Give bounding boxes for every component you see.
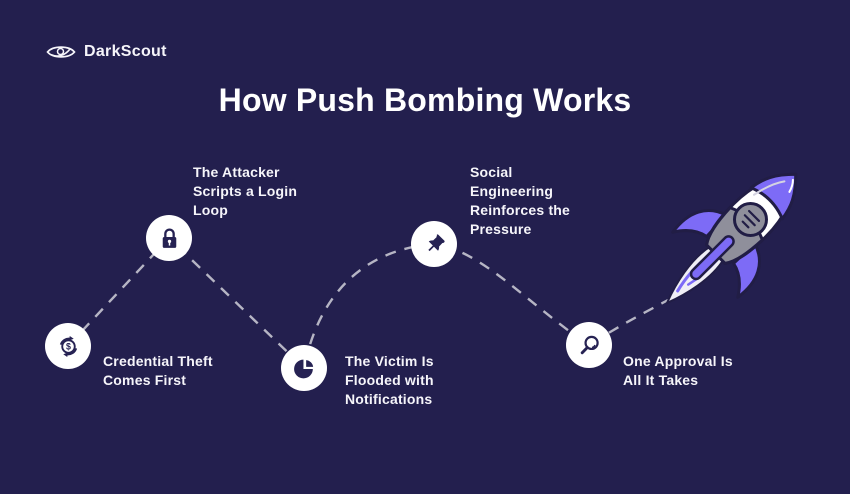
step-circle-flooded-notifications xyxy=(281,345,327,391)
journey-dashed-path xyxy=(67,236,669,371)
rocket-nose xyxy=(749,172,798,221)
pushpin-icon xyxy=(427,233,445,251)
step-circle-one-approval xyxy=(566,322,612,368)
step-label-credential-theft: Credential Theft Comes First xyxy=(103,353,213,388)
dollar-cycle-icon: $ xyxy=(59,335,77,357)
window-lines xyxy=(741,209,761,229)
step-label-flooded-notifications: The Victim Is Flooded with Notifications xyxy=(345,353,434,407)
step-label-social-engineering: Social Engineering Reinforces the Pressu… xyxy=(470,164,571,237)
nose-highlight xyxy=(788,178,794,193)
step-label-one-approval: One Approval Is All It Takes xyxy=(623,353,733,388)
lock-icon xyxy=(162,228,176,248)
brand-name: DarkScout xyxy=(84,43,167,60)
body-highlight xyxy=(753,180,786,196)
pie-chart-icon xyxy=(293,359,313,378)
eye-swoosh-icon xyxy=(46,46,76,58)
step-circle-social-engineering xyxy=(411,221,457,267)
step-circle-credential-theft: $ xyxy=(45,323,91,369)
rocket-fin-left xyxy=(671,209,728,238)
magnifier-icon xyxy=(580,335,599,354)
rocket-fin-right xyxy=(732,242,761,299)
page-title: How Push Bombing Works xyxy=(218,82,632,118)
rocket-illustration xyxy=(666,172,798,304)
step-circle-login-loop xyxy=(146,215,192,261)
svg-text:$: $ xyxy=(66,341,71,351)
step-label-login-loop: The Attacker Scripts a Login Loop xyxy=(193,164,298,218)
rocket-nozzle xyxy=(689,235,735,281)
brand-logo: DarkScout xyxy=(46,42,167,62)
